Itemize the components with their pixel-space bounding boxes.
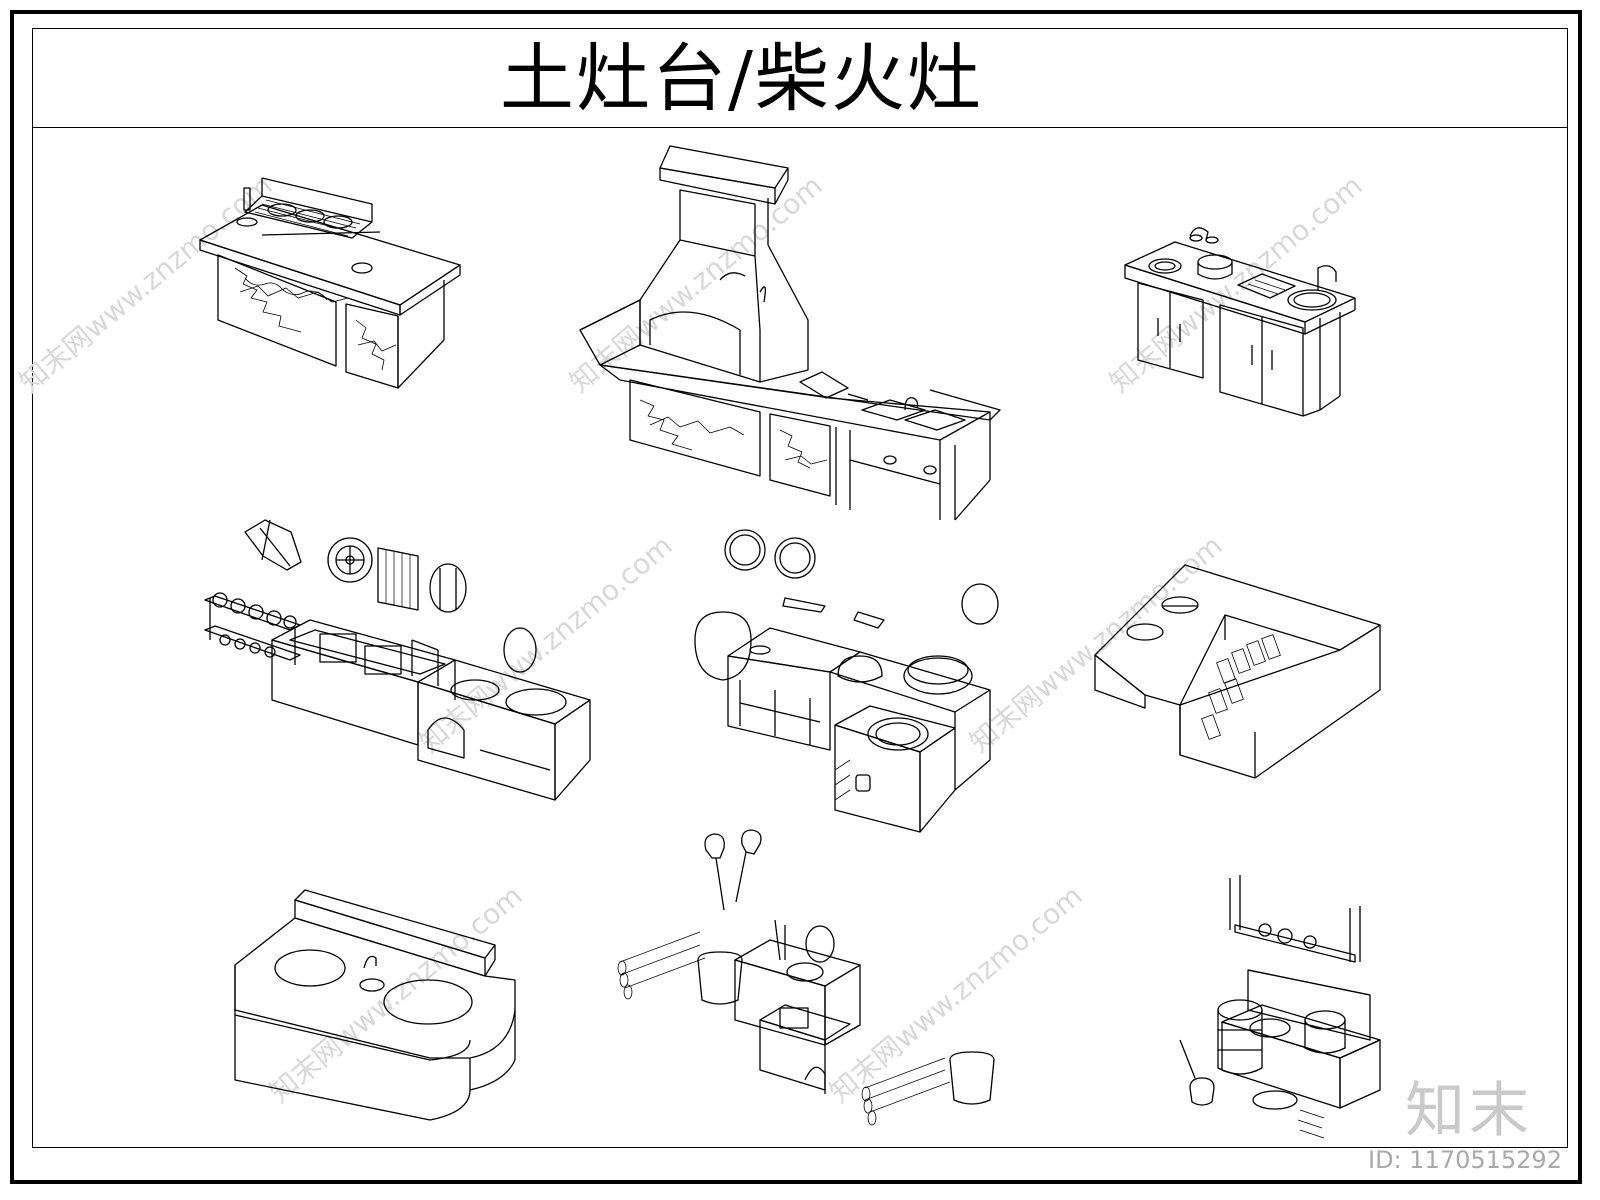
- watermark-logo: 知末: [1405, 1076, 1533, 1146]
- rustic-stove-drawing: [204, 519, 591, 801]
- bbq-counter-drawing: [199, 177, 461, 389]
- pizza-oven-counter-drawing: [579, 145, 1001, 521]
- round-double-wok-stove-drawing: [234, 889, 516, 1121]
- clay-stove-drawing: [694, 529, 999, 833]
- l-shaped-stove-drawing: [1094, 564, 1381, 779]
- outer-frame: [10, 10, 1582, 1184]
- cabinet-stove-drawing: [1124, 227, 1356, 417]
- watermark-id: ID: 1170515292: [1368, 1146, 1562, 1174]
- page-title: 土灶台/柴火灶: [500, 36, 983, 122]
- stove-with-barrel-drawing: [1179, 875, 1381, 1139]
- title-bar: [32, 28, 1568, 128]
- inner-frame: [32, 28, 1568, 1148]
- small-firewood-stove-drawing: [617, 829, 995, 1126]
